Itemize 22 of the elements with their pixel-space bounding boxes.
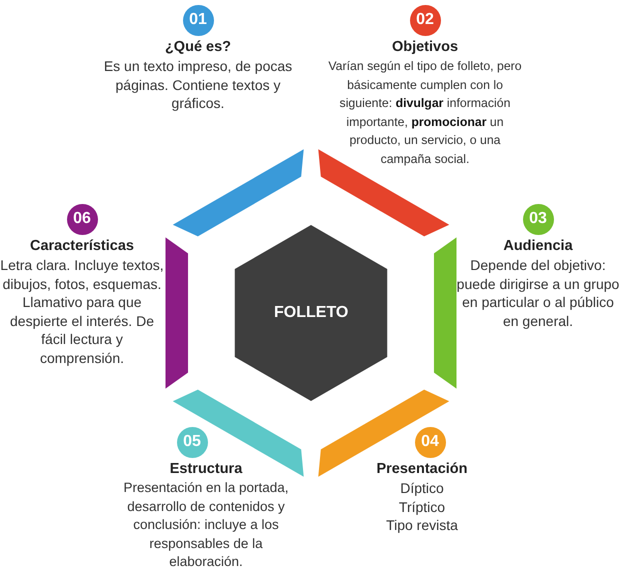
section-heading: Características bbox=[29, 237, 135, 256]
number-badge: 03 bbox=[522, 204, 554, 234]
number-badge: 05 bbox=[176, 426, 208, 458]
section-heading: Estructura bbox=[168, 460, 244, 479]
description-text: Tríptico bbox=[398, 498, 446, 516]
number-badge: 04 bbox=[414, 426, 446, 458]
number-badge: 01 bbox=[182, 4, 214, 36]
number-badge: 02 bbox=[410, 4, 440, 36]
section-heading: Presentación bbox=[375, 460, 469, 479]
description-text: Letra clara. Incluye textos, dibujos, fotos, esquemas. Llamativo para que despierte el interés. De fácil lectura y comprensión. bbox=[0, 256, 165, 367]
center-hexagon bbox=[234, 225, 388, 401]
description-text: Es un texto impreso, de pocas páginas. Contiene textos y gráficos. bbox=[102, 57, 294, 112]
number-badge: 06 bbox=[66, 204, 98, 234]
description-text: Díptico bbox=[399, 479, 445, 498]
center-title: FOLLETO bbox=[274, 304, 348, 322]
description-text: Varían según el tipo de folleto, pero básicamente cumplen con lo siguiente: divulgar información importante, promocionar un producto, un servicio, o una campaña social. bbox=[327, 58, 523, 168]
description-text: Depende del objetivo: puede dirigirse a un grupo en particular o al público en general. bbox=[456, 256, 620, 330]
description-text: Presentación en la portada, desarrollo de contenidos y conclusión: incluye a los responsables de la elaboración. bbox=[122, 479, 290, 571]
section-heading: ¿Qué es? bbox=[164, 38, 232, 57]
description-text: Tipo revista bbox=[385, 516, 459, 534]
section-heading: Objetivos bbox=[390, 38, 460, 57]
section-heading: Audiencia bbox=[502, 237, 574, 256]
